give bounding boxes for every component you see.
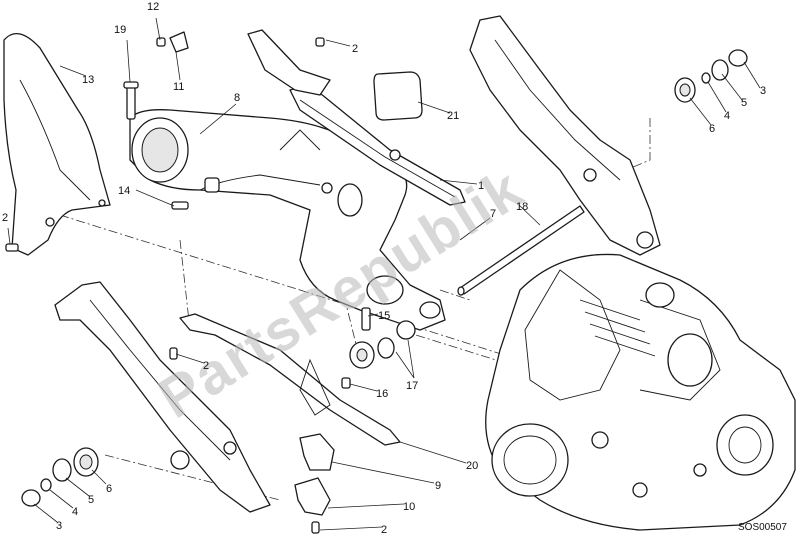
chain-guard-part xyxy=(3,32,111,256)
callout-4b: 4 xyxy=(72,506,78,518)
right-footrest-bracket-part xyxy=(469,15,661,256)
callout-2b: 2 xyxy=(2,212,8,224)
right-spacer-set xyxy=(674,49,748,103)
upper-bracket-part xyxy=(247,29,331,96)
callout-2d: 2 xyxy=(381,524,387,536)
callout-17: 17 xyxy=(406,380,418,392)
left-footrest-bracket-part xyxy=(54,281,271,513)
callout-3a: 3 xyxy=(760,85,766,97)
callout-leaders xyxy=(7,17,761,531)
callout-2c: 2 xyxy=(203,360,209,372)
bolt-set xyxy=(5,31,325,534)
callout-16: 16 xyxy=(376,388,388,400)
left-spacer-set xyxy=(21,447,99,507)
callout-7: 7 xyxy=(490,208,496,220)
callout-10: 10 xyxy=(403,501,415,513)
rear-axle-part xyxy=(457,205,585,296)
chain-slider-part xyxy=(289,84,466,206)
callout-19: 19 xyxy=(114,24,126,36)
callout-15: 15 xyxy=(378,310,390,322)
callout-9: 9 xyxy=(435,480,441,492)
callout-20: 20 xyxy=(466,460,478,472)
callout-8: 8 xyxy=(234,92,240,104)
callout-18: 18 xyxy=(516,201,528,213)
callout-4a: 4 xyxy=(724,110,730,122)
callout-5a: 5 xyxy=(741,97,747,109)
small-bracket-parts xyxy=(294,433,335,516)
callout-12a: 12 xyxy=(147,1,159,13)
callout-14: 14 xyxy=(118,185,130,197)
callout-3b: 3 xyxy=(56,520,62,532)
callout-6b: 6 xyxy=(106,483,112,495)
pivot-hardware-set xyxy=(341,307,416,389)
callout-1: 1 xyxy=(478,180,484,192)
engine-outline xyxy=(485,253,796,531)
callout-21: 21 xyxy=(447,110,459,122)
callout-13: 13 xyxy=(82,74,94,86)
callout-5b: 5 xyxy=(88,494,94,506)
swingarm-part xyxy=(129,109,446,331)
sticker-part xyxy=(373,71,423,121)
lower-chain-guide-part xyxy=(179,313,401,446)
callout-6a: 6 xyxy=(709,123,715,135)
drawing-code: SOS00507 xyxy=(738,522,787,533)
callout-2a: 2 xyxy=(352,43,358,55)
callout-11: 11 xyxy=(173,81,184,93)
